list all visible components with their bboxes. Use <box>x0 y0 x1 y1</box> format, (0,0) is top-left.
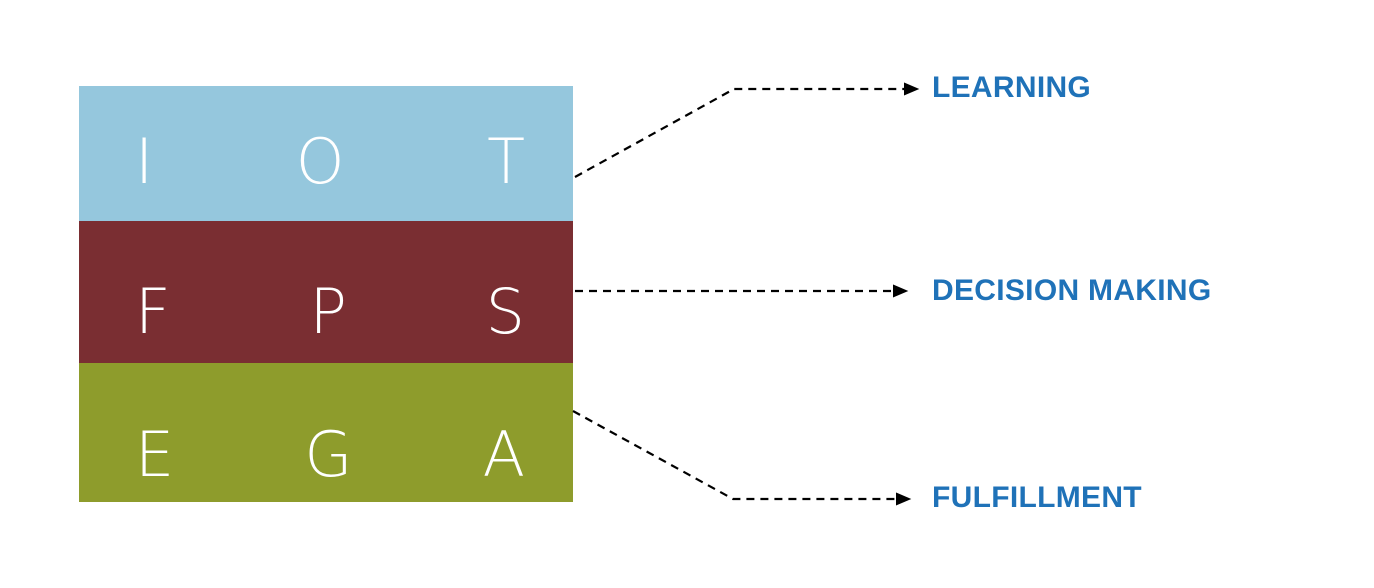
letter-s: S <box>485 275 525 348</box>
stacked-blocks: I O T F P S E G A <box>79 86 573 502</box>
label-decision-making[interactable]: DECISION MAKING <box>932 274 1212 307</box>
block-learning-letters: I O T <box>135 131 525 193</box>
letter-g: G <box>304 418 353 491</box>
letter-e: E <box>135 418 175 491</box>
block-fulfillment-letters: E G A <box>135 424 525 486</box>
block-decision-making-letters: F P S <box>135 281 525 343</box>
label-learning[interactable]: LEARNING <box>932 71 1092 104</box>
block-learning[interactable]: I O T <box>79 86 573 221</box>
label-fulfillment[interactable]: FULFILLMENT <box>932 481 1142 514</box>
block-decision-making[interactable]: F P S <box>79 221 573 363</box>
letter-p: P <box>309 275 347 348</box>
connector-learning-arrow <box>574 82 920 178</box>
connector-fulfillment-arrow <box>572 410 912 506</box>
letter-a: A <box>482 418 525 491</box>
letter-t: T <box>487 125 525 198</box>
block-fulfillment[interactable]: E G A <box>79 363 573 502</box>
letter-f: F <box>135 275 171 348</box>
letter-o: O <box>295 125 345 198</box>
letter-i: I <box>135 125 154 198</box>
